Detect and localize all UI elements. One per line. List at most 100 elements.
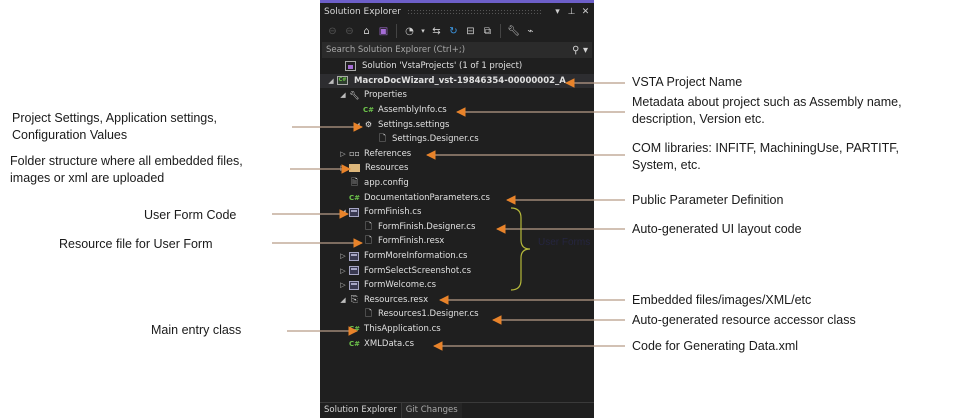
tree-item[interactable]: 🗋︎FormFinish.resx: [320, 234, 594, 249]
brace-label-text: User Forms: [538, 237, 591, 248]
tree-item-label: FormSelectScreenshot.cs: [364, 265, 472, 276]
expand-arrow-icon[interactable]: ▷: [340, 281, 346, 290]
pending-changes-filter-icon[interactable]: ◔: [405, 25, 414, 37]
annotation-line: Auto-generated resource accessor class: [632, 313, 856, 327]
expand-arrow-icon[interactable]: ▷: [340, 266, 346, 275]
collapse-arrow-icon[interactable]: ◢: [340, 91, 346, 100]
tree-item[interactable]: ▷ Resources: [320, 161, 594, 176]
pin-icon[interactable]: ⊥: [567, 6, 576, 17]
annotation-line: Public Parameter Definition: [632, 193, 784, 207]
bottom-tab-strip: Solution Explorer Git Changes: [320, 402, 594, 418]
title-grip[interactable]: [407, 9, 542, 14]
expand-arrow-icon[interactable]: ▷: [340, 252, 346, 261]
annotation-resource-accessor: Auto-generated resource accessor class: [632, 312, 856, 329]
annotation-ui-layout: Auto-generated UI layout code: [632, 221, 802, 238]
tree-item-label: Solution 'VstaProjects' (1 of 1 project): [362, 61, 523, 72]
tree-item-label: app.config: [364, 178, 409, 189]
tree-item[interactable]: C#DocumentationParameters.cs: [320, 190, 594, 205]
tree-item[interactable]: Solution 'VstaProjects' (1 of 1 project): [320, 59, 594, 74]
show-all-files-icon[interactable]: ⧉: [483, 25, 492, 37]
csharp-file-icon: C#: [348, 324, 360, 333]
tree-item-label: Settings.Designer.cs: [392, 134, 479, 145]
back-icon[interactable]: ⊖: [328, 25, 337, 37]
tree-item-label: Resources: [365, 163, 409, 174]
tree-item-label: FormMoreInformation.cs: [364, 251, 468, 262]
tree-item[interactable]: ▷FormWelcome.cs: [320, 278, 594, 293]
annotation-line: Code for Generating Data.xml: [632, 339, 799, 353]
tree-item-label: FormFinish.Designer.cs: [378, 221, 476, 232]
annotation-line: COM libraries: INFITF, MachiningUse, PAR…: [632, 141, 899, 155]
tree-item[interactable]: C#ThisApplication.cs: [320, 322, 594, 337]
annotation-line: description, Version etc.: [632, 112, 765, 126]
tree-item[interactable]: C#XMLData.cs: [320, 336, 594, 351]
designer-file-icon: 🗋︎: [364, 309, 373, 320]
close-icon[interactable]: ✕: [581, 6, 590, 17]
form-icon: [349, 207, 359, 217]
brace-label: User Forms: [538, 235, 590, 250]
annotation-line: Embedded files/images/XML/etc: [632, 293, 812, 307]
annotation-main-entry: Main entry class: [151, 322, 241, 339]
annotation-line: Project Settings, Application settings,: [12, 111, 217, 125]
annotation-line: Folder structure where all embedded file…: [10, 154, 243, 168]
annotation-line: Auto-generated UI layout code: [632, 222, 802, 236]
annotation-vsta-project-name: VSTA Project Name: [632, 74, 742, 91]
switch-views-icon[interactable]: ▣: [378, 25, 389, 37]
search-box[interactable]: Search Solution Explorer (Ctrl+;) ⚲ ▾: [322, 42, 592, 58]
tree-item[interactable]: ▷▫▫References: [320, 147, 594, 162]
wrench-icon: 🔧︎: [349, 90, 360, 100]
form-icon: [349, 266, 359, 276]
toolbar-separator: [500, 24, 501, 38]
tree-item[interactable]: ◢⎘Resources.resx: [320, 293, 594, 308]
tree-item[interactable]: C#AssemblyInfo.cs: [320, 103, 594, 118]
tab-solution-explorer[interactable]: Solution Explorer: [320, 403, 402, 418]
annotation-public-parameters: Public Parameter Definition: [632, 192, 783, 209]
annotation-embedded-files: Embedded files/images/XML/etc: [632, 292, 811, 309]
folder-icon: [349, 164, 360, 173]
form-icon: [349, 251, 359, 261]
tree-item[interactable]: ▷ FormMoreInformation.cs: [320, 249, 594, 264]
annotation-line: System, etc.: [632, 158, 701, 172]
annotation-line: Resource file for User Form: [59, 237, 213, 251]
expand-arrow-icon[interactable]: ▷: [340, 149, 346, 158]
collapse-arrow-icon[interactable]: ◢: [328, 76, 334, 85]
solution-tree: Solution 'VstaProjects' (1 of 1 project)…: [320, 59, 594, 351]
annotation-line: Main entry class: [151, 323, 242, 337]
resx-icon: ⎘: [350, 294, 359, 305]
expand-arrow-icon[interactable]: ▷: [340, 164, 346, 173]
tree-item[interactable]: 🗋︎Settings.Designer.cs: [320, 132, 594, 147]
preview-icon[interactable]: ⌁: [527, 25, 534, 37]
tree-item[interactable]: ◢C#MacroDocWizard_vst-19846354-00000002_…: [320, 73, 594, 89]
annotation-resources-folder: Folder structure where all embedded file…: [10, 153, 243, 187]
collapse-arrow-icon[interactable]: ◢: [340, 208, 346, 217]
search-icon[interactable]: ⚲ ▾: [572, 44, 588, 56]
dropdown-icon[interactable]: ▾: [421, 27, 425, 35]
tree-item[interactable]: ▷ FormSelectScreenshot.cs: [320, 263, 594, 278]
properties-icon[interactable]: 🔧︎: [507, 25, 520, 37]
references-icon: ▫▫: [349, 149, 360, 159]
tree-item[interactable]: ◢⚙Settings.settings: [320, 117, 594, 132]
tab-git-changes[interactable]: Git Changes: [401, 403, 462, 418]
annotation-user-form-code: User Form Code: [144, 207, 236, 224]
sync-icon[interactable]: ⇆: [432, 25, 441, 37]
annotation-assembly-metadata: Metadata about project such as Assembly …: [632, 94, 902, 128]
tree-item[interactable]: 🗋︎Resources1.Designer.cs: [320, 307, 594, 322]
home-icon[interactable]: ⌂: [363, 25, 370, 37]
tree-item[interactable]: ◢ FormFinish.cs: [320, 205, 594, 220]
tree-item-label: FormFinish.cs: [364, 207, 422, 218]
collapse-all-icon[interactable]: ⊟: [466, 25, 475, 37]
search-input[interactable]: Search Solution Explorer (Ctrl+;): [326, 45, 466, 55]
window-position-dropdown-icon[interactable]: ▾: [555, 6, 560, 17]
refresh-icon[interactable]: ↻: [449, 25, 458, 37]
forward-icon[interactable]: ⊖: [345, 25, 354, 37]
tree-item[interactable]: 🗎︎ app.config: [320, 176, 594, 191]
collapse-arrow-icon[interactable]: ◢: [354, 120, 360, 129]
config-file-icon: 🗎︎: [350, 178, 359, 189]
designer-file-icon: 🗋︎: [364, 236, 373, 247]
csharp-file-icon: C#: [348, 339, 360, 348]
designer-file-icon: 🗋︎: [364, 221, 373, 232]
collapse-arrow-icon[interactable]: ◢: [340, 295, 346, 304]
tree-item[interactable]: ◢🔧︎Properties: [320, 88, 594, 103]
tree-item[interactable]: 🗋︎ FormFinish.Designer.cs: [320, 220, 594, 235]
annotation-line: Metadata about project such as Assembly …: [632, 95, 902, 109]
form-icon: [349, 280, 359, 290]
